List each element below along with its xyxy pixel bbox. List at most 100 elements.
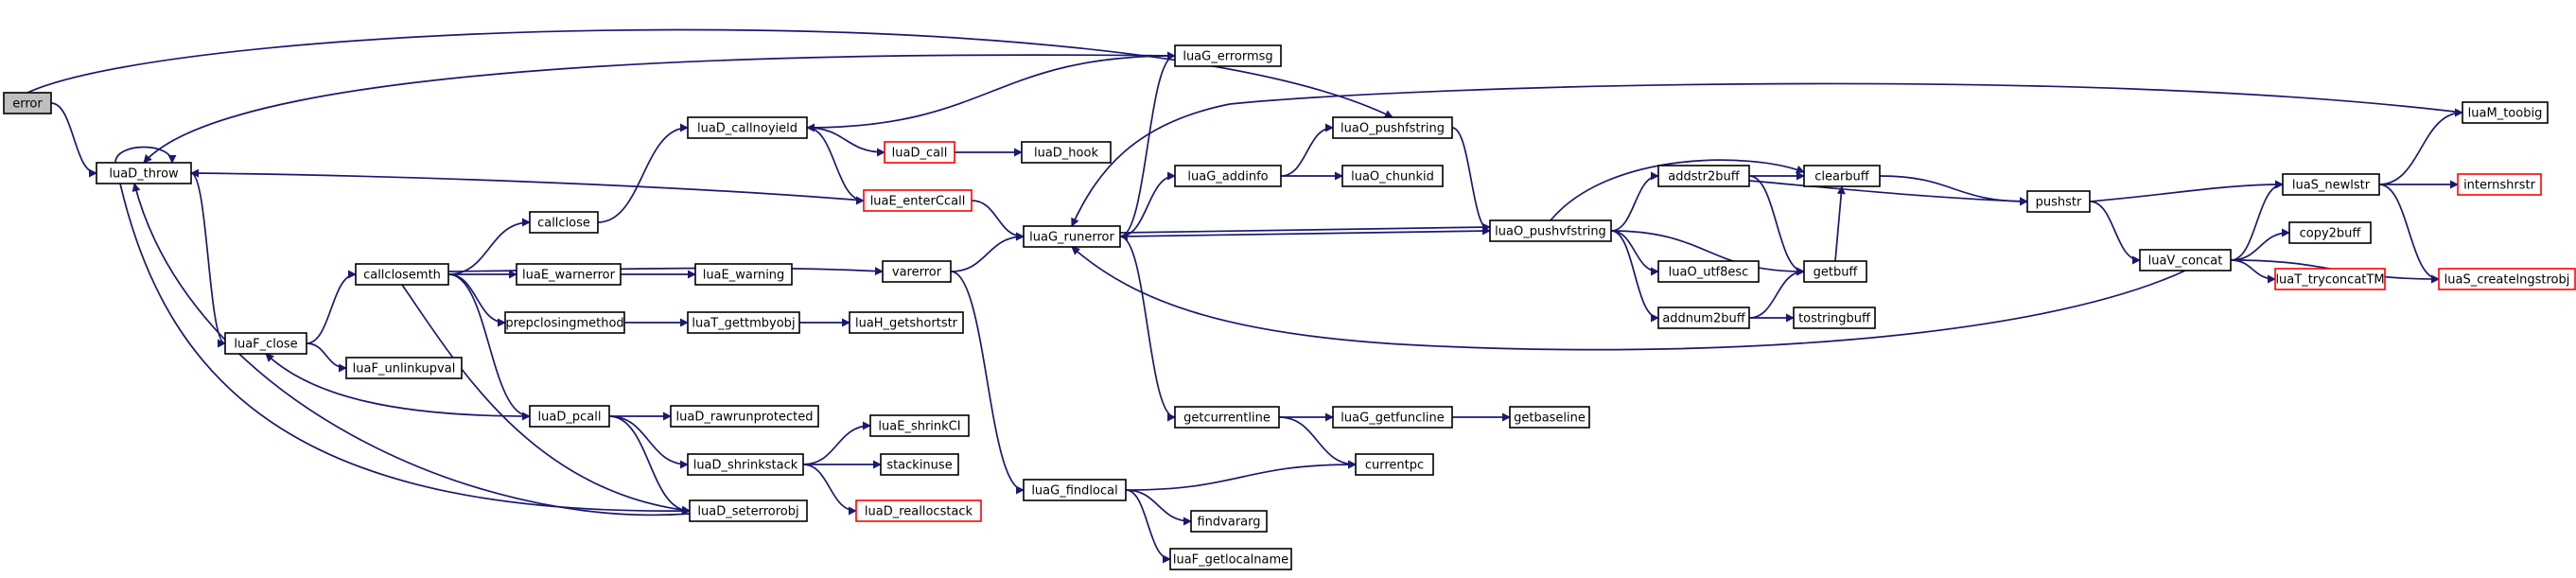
node-luaD_hook[interactable]: luaD_hook (1021, 141, 1112, 164)
node-luaD_reallocstack[interactable]: luaD_reallocstack (855, 499, 982, 522)
node-luaV_concat[interactable]: luaV_concat (2139, 249, 2232, 271)
node-box[interactable] (2139, 249, 2232, 271)
node-tostringbuff[interactable]: tostringbuff (1793, 307, 1876, 329)
node-getcurrentline[interactable]: getcurrentline (1174, 406, 1280, 429)
node-box[interactable] (689, 499, 808, 522)
node-box[interactable] (2462, 101, 2549, 124)
node-box[interactable] (2282, 173, 2380, 196)
node-box[interactable] (1332, 116, 1453, 139)
node-box[interactable] (1174, 406, 1280, 429)
node-luaD_shrinkstack[interactable]: luaD_shrinkstack (687, 453, 804, 476)
node-box[interactable] (529, 405, 610, 428)
node-box[interactable] (694, 263, 793, 286)
node-luaM_toobig[interactable]: luaM_toobig (2462, 101, 2549, 124)
node-luaD_pcall[interactable]: luaD_pcall (529, 405, 610, 428)
node-clearbuff[interactable]: clearbuff (1803, 165, 1881, 187)
node-box[interactable] (355, 263, 449, 286)
node-callclose[interactable]: callclose (529, 211, 599, 234)
node-box[interactable] (1657, 260, 1760, 283)
node-box[interactable] (1021, 141, 1112, 164)
node-internshrstr[interactable]: internshrstr (2457, 173, 2542, 196)
node-luaD_call[interactable]: luaD_call (884, 141, 955, 164)
node-getbuff[interactable]: getbuff (1803, 260, 1867, 283)
node-box[interactable] (2026, 190, 2091, 213)
node-box[interactable] (1489, 219, 1612, 242)
node-box[interactable] (1190, 510, 1268, 533)
node-box[interactable] (529, 211, 599, 234)
node-box[interactable] (224, 332, 307, 355)
node-box[interactable] (687, 311, 800, 334)
node-getbaseline[interactable]: getbaseline (1509, 406, 1590, 429)
node-luaS_newlstr[interactable]: luaS_newlstr (2282, 173, 2380, 196)
node-box[interactable] (687, 116, 808, 139)
node-box[interactable] (1341, 165, 1444, 187)
node-addnum2buff[interactable]: addnum2buff (1657, 307, 1750, 329)
node-box[interactable] (849, 311, 964, 334)
node-luaG_addinfo[interactable]: luaG_addinfo (1174, 165, 1282, 187)
node-luaF_unlinkupval[interactable]: luaF_unlinkupval (345, 357, 463, 379)
node-box[interactable] (1509, 406, 1590, 429)
node-box[interactable] (2274, 268, 2386, 290)
node-luaF_close[interactable]: luaF_close (224, 332, 307, 355)
node-box[interactable] (882, 260, 952, 283)
node-box[interactable] (1803, 260, 1867, 283)
node-box[interactable] (863, 189, 973, 212)
node-box[interactable] (1803, 165, 1881, 187)
node-box[interactable] (884, 141, 955, 164)
node-luaD_rawrunprotected[interactable]: luaD_rawrunprotected (670, 405, 819, 428)
node-luaO_utf8esc[interactable]: luaO_utf8esc (1657, 260, 1760, 283)
node-luaO_pushvfstring[interactable]: luaO_pushvfstring (1489, 219, 1612, 242)
node-stackinuse[interactable]: stackinuse (880, 453, 959, 476)
node-luaG_runerror[interactable]: luaG_runerror (1023, 225, 1121, 248)
node-box[interactable] (1332, 406, 1453, 429)
node-box[interactable] (1169, 548, 1292, 570)
node-box[interactable] (1023, 479, 1127, 501)
node-luaT_tryconcatTM[interactable]: luaT_tryconcatTM (2274, 268, 2386, 290)
node-currentpc[interactable]: currentpc (1355, 453, 1434, 476)
node-box[interactable] (3, 92, 52, 114)
node-luaO_pushfstring[interactable]: luaO_pushfstring (1332, 116, 1453, 139)
node-callclosemth[interactable]: callclosemth (355, 263, 449, 286)
node-box[interactable] (687, 453, 804, 476)
node-error[interactable]: error (3, 92, 52, 114)
node-luaF_getlocalname[interactable]: luaF_getlocalname (1169, 548, 1292, 570)
node-addstr2buff[interactable]: addstr2buff (1657, 165, 1750, 187)
node-box[interactable] (1355, 453, 1434, 476)
node-luaS_createlngstrobj[interactable]: luaS_createlngstrobj (2438, 268, 2576, 290)
node-box[interactable] (2438, 268, 2576, 290)
node-box[interactable] (1174, 44, 1282, 67)
node-luaH_getshortstr[interactable]: luaH_getshortstr (849, 311, 964, 334)
node-luaG_getfuncline[interactable]: luaG_getfuncline (1332, 406, 1453, 429)
node-luaE_shrinkCI[interactable]: luaE_shrinkCI (869, 414, 970, 437)
node-luaD_throw[interactable]: luaD_throw (96, 162, 192, 184)
node-box[interactable] (855, 499, 982, 522)
node-box[interactable] (96, 162, 192, 184)
node-luaE_enterCcall[interactable]: luaE_enterCcall (863, 189, 973, 212)
node-prepclosingmethod[interactable]: prepclosingmethod (504, 311, 625, 334)
node-luaD_seterrorobj[interactable]: luaD_seterrorobj (689, 499, 808, 522)
node-luaO_chunkid[interactable]: luaO_chunkid (1341, 165, 1444, 187)
node-luaG_findlocal[interactable]: luaG_findlocal (1023, 479, 1127, 501)
node-luaD_callnoyield[interactable]: luaD_callnoyield (687, 116, 808, 139)
node-box[interactable] (2457, 173, 2542, 196)
node-luaG_errormsg[interactable]: luaG_errormsg (1174, 44, 1282, 67)
node-box[interactable] (1023, 225, 1121, 248)
node-luaE_warnerror[interactable]: luaE_warnerror (516, 263, 622, 286)
node-box[interactable] (1657, 165, 1750, 187)
node-copy2buff[interactable]: copy2buff (2288, 221, 2372, 244)
node-box[interactable] (869, 414, 970, 437)
node-box[interactable] (670, 405, 819, 428)
node-pushstr[interactable]: pushstr (2026, 190, 2091, 213)
node-box[interactable] (1174, 165, 1282, 187)
node-box[interactable] (1793, 307, 1876, 329)
node-box[interactable] (880, 453, 959, 476)
node-box[interactable] (516, 263, 622, 286)
node-box[interactable] (345, 357, 463, 379)
node-box[interactable] (504, 311, 625, 334)
node-luaE_warning[interactable]: luaE_warning (694, 263, 793, 286)
node-box[interactable] (1657, 307, 1750, 329)
node-varerror[interactable]: varerror (882, 260, 952, 283)
node-findvararg[interactable]: findvararg (1190, 510, 1268, 533)
node-box[interactable] (2288, 221, 2372, 244)
node-luaT_gettmbyobj[interactable]: luaT_gettmbyobj (687, 311, 800, 334)
